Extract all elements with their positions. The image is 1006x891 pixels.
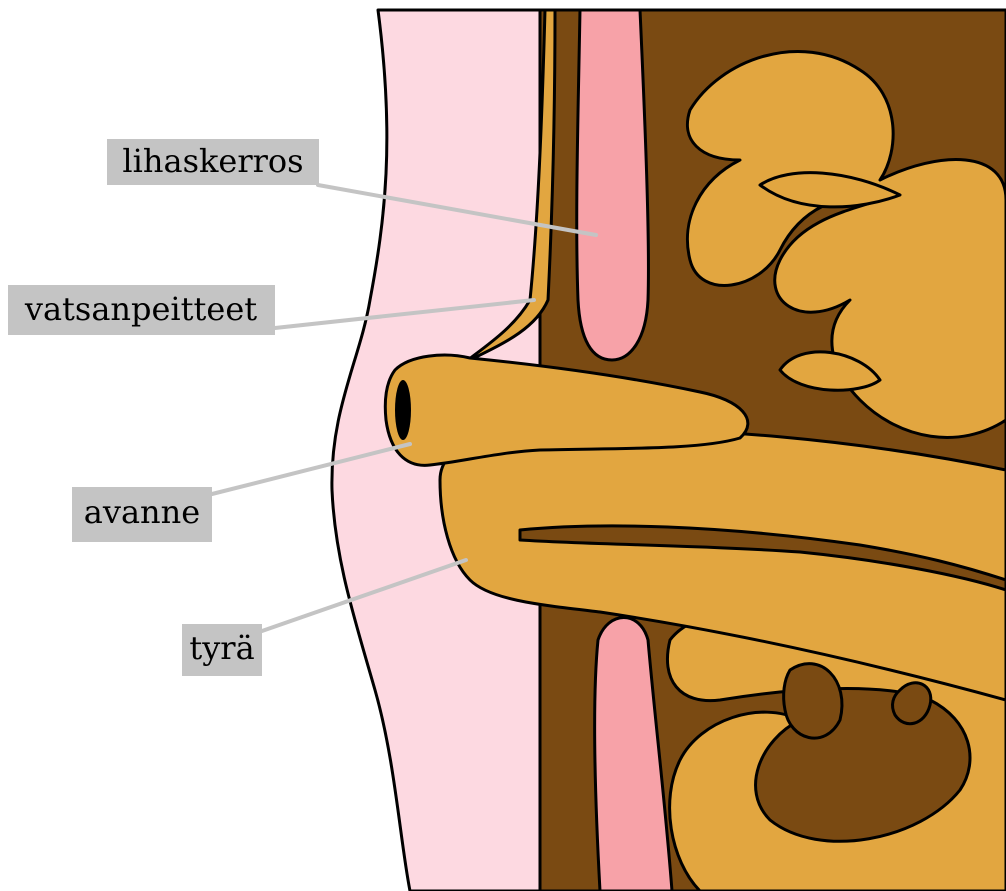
label-stoma: avanne bbox=[72, 487, 212, 542]
label-abdominal-wall-text: vatsanpeitteet bbox=[24, 290, 257, 328]
label-abdominal-wall: vatsanpeitteet bbox=[8, 285, 275, 335]
muscle-layer-upper bbox=[577, 10, 649, 360]
label-muscle-layer-text: lihaskerros bbox=[122, 142, 303, 180]
label-hernia: tyrä bbox=[182, 624, 262, 676]
label-hernia-text: tyrä bbox=[189, 629, 254, 667]
label-stoma-text: avanne bbox=[84, 493, 200, 531]
intestine-fold-3 bbox=[784, 664, 842, 738]
stoma-opening bbox=[395, 380, 411, 440]
label-muscle-layer: lihaskerros bbox=[107, 139, 319, 185]
